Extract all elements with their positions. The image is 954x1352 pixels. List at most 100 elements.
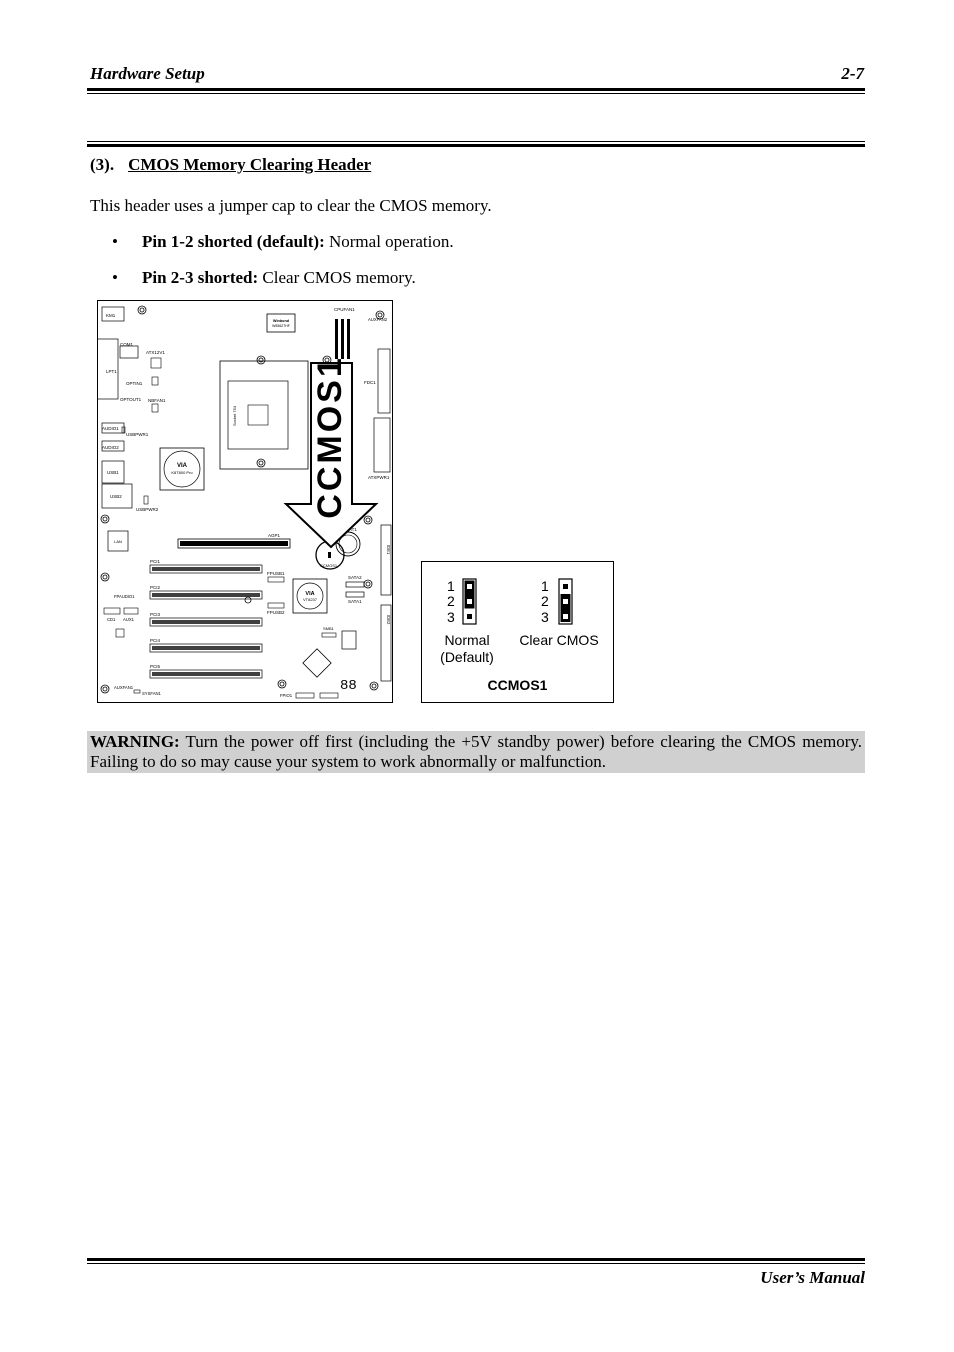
usbpwr1-label: USBPWR1 [126,432,149,437]
running-header-title: Hardware Setup [90,64,205,83]
usbpwr2-label: USBPWR2 [136,507,159,512]
southbridge-model: VT8237 [303,597,318,602]
motherboard-drawing: KM1 COM1 LPT1 ATX12V1 OPTIN1 OPTOUT1 NBF… [98,305,392,699]
usb1-label: USB1 [107,470,119,475]
cpu-socket-core [247,404,269,426]
ide1-connector [380,524,392,596]
bullet-item: • Pin 2-3 shorted: Clear CMOS memory. [112,268,416,288]
fpio-header-2 [319,692,339,699]
ccmos-jumper [328,552,331,558]
pci2-label: PCI2 [150,585,161,590]
clear-jumper-icon [558,578,573,625]
bullet-bold: Pin 1-2 shorted (default): [142,232,325,251]
motherboard-diagram: KM1 COM1 LPT1 ATX12V1 OPTIN1 OPTOUT1 NBF… [97,300,393,703]
section-rule [87,144,865,147]
sata1-connector [345,591,365,598]
ccmos-board-label: CCMOS1 [320,563,338,568]
auxfan1-label: AUXFAN1 [114,685,134,690]
clear-cmos-label: Clear CMOS [519,632,599,648]
pci3-label: PCI3 [150,612,161,617]
atx-power-connector [373,417,391,473]
pin-number: 1 [541,578,549,594]
cpufan-label: CPUFAN1 [334,307,355,312]
warning-box: WARNING: Turn the power off first (inclu… [87,731,865,773]
cpu-socket [227,380,289,450]
ide2-connector [380,604,392,682]
northbridge-brand: VIA [177,463,188,469]
lpt1-label: LPT1 [106,369,117,374]
jumper-settings-box: 1 2 3 Normal (Default) 1 2 3 Clear CMOS … [421,561,614,703]
winbond-label: Winbond [273,319,290,323]
fpusb1-header [267,576,285,583]
running-footer: User’s Manual [760,1268,865,1287]
bullet-dot-icon: • [112,232,118,251]
fpusb2-label: FPUSB2 [267,610,285,615]
footer-rule-thin [87,1263,865,1264]
section-title: CMOS Memory Clearing Header [128,155,372,174]
smb-header [321,632,337,638]
bios-chip [341,630,357,650]
pin-number: 3 [541,609,549,625]
fpaudio-label: FPAUDIO1 [114,594,135,599]
footer-rule [87,1258,865,1261]
header-rule-thin [87,93,865,94]
optin-label: OPTIN1 [126,381,143,386]
audio1-label: AUDIO1 [102,426,119,431]
fdc-label: FDC1 [364,380,376,385]
com1-label: COM1 [120,342,133,347]
bullet-text: Clear CMOS memory. [258,268,416,287]
sata1-label: SATA1 [348,599,362,604]
southbridge-brand: VIA [305,591,314,597]
agp-label: AGP1 [268,533,281,538]
section-rule-thin [87,141,865,142]
audio2-label: AUDIO2 [102,445,119,450]
intro-paragraph: This header uses a jumper cap to clear t… [90,196,492,215]
rear-io [98,306,139,509]
aux1-header [123,607,139,615]
bat-label: BAT1 [346,527,357,532]
atx12v-label: ATX12V1 [146,350,165,355]
nbfan-label: NBFAN1 [148,398,166,403]
optout-label: OPTOUT1 [120,397,142,402]
bullet-item: • Pin 1-2 shorted (default): Normal opera… [112,232,454,252]
warning-text: Turn the power off first (including the … [90,732,862,771]
fdc-connector [377,348,391,414]
fpusb1-label: FPUSB1 [267,571,285,576]
callout-label: CCMOS1 [311,355,349,518]
debug-led-display: 88 [340,678,357,694]
ide1-label: IDE1 [386,545,391,555]
agp-slot-contacts [180,541,288,546]
bullet-bold: Pin 2-3 shorted: [142,268,259,287]
auxfan2-label: AUXFAN2 [368,317,388,322]
northbridge-die [163,450,201,488]
northbridge-model: K8T800 Pro [171,470,193,475]
fpio-label: FPIO1 [280,693,293,698]
sata2-label: SATA2 [348,575,362,580]
dimm-slots [335,319,350,359]
socket-label: Socket 754 [232,405,237,426]
pin-number: 3 [447,609,455,625]
pci-slots [149,564,263,679]
pin-number: 1 [447,578,455,594]
lan-label: LAN [114,539,122,544]
southbridge-die [296,582,324,610]
io-chip [302,648,332,678]
winbond-model: W83627HF [272,324,290,328]
agp-slot [177,538,291,549]
bullet-dot-icon: • [112,268,118,287]
pin-number: 2 [447,593,455,609]
pci1-label: PCI1 [150,559,161,564]
sysfan-header [133,689,141,694]
warning-label: WARNING: [90,732,180,751]
lan-chip [107,530,129,552]
bullet-text: Normal operation. [324,232,454,251]
normal-label: Normal [444,632,490,648]
section-number: (3). [90,155,115,174]
fpusb2-header [267,602,285,609]
jumper-title: CCMOS1 [487,677,548,693]
pin-number: 2 [541,593,549,609]
smb-label: SMB1 [323,626,335,631]
pci4-label: PCI4 [150,638,161,643]
mounting-holes [100,305,385,694]
cd1-header [103,607,121,615]
